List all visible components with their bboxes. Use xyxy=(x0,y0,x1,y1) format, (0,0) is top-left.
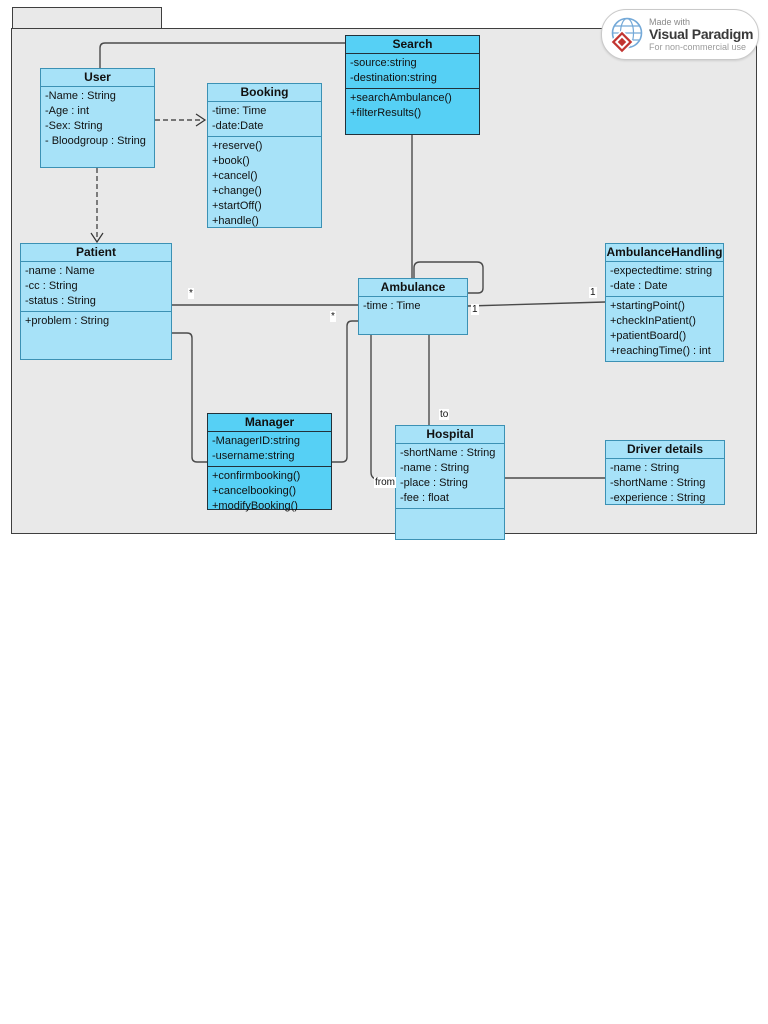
member-text: -name : String xyxy=(400,462,470,474)
class-operations: +problem : String xyxy=(21,311,171,359)
multiplicity-label: 1 xyxy=(471,304,479,315)
member-text: +filterResults() xyxy=(350,107,422,119)
member-text: -status : String xyxy=(25,295,96,307)
member-text: -fee : float xyxy=(400,492,449,504)
member-text: -Age : int xyxy=(45,105,90,117)
class-title: Ambulance xyxy=(359,279,467,297)
class-attributes: -source:string -destination:string xyxy=(346,54,479,88)
class-booking[interactable]: Booking -time: Time -date:Date +reserve()… xyxy=(207,83,322,228)
member-text: +reachingTime() : int xyxy=(610,345,711,357)
class-operations xyxy=(396,508,504,539)
class-operations: +searchAmbulance() +filterResults() xyxy=(346,88,479,134)
multiplicity-label: * xyxy=(188,288,194,299)
member-text: +handle() xyxy=(212,215,259,227)
multiplicity-label: 1 xyxy=(589,287,597,298)
class-title: User xyxy=(41,69,154,87)
diagram-frame-tab xyxy=(12,7,162,29)
class-title: Hospital xyxy=(396,426,504,444)
member-text: - Bloodgroup : String xyxy=(45,135,146,147)
class-attributes: -shortName : String -name : String -place … xyxy=(396,444,504,508)
class-attributes: -time : Time xyxy=(359,297,467,334)
member-text: +cancelbooking() xyxy=(212,485,297,497)
class-title: AmbulanceHandling xyxy=(606,244,723,262)
member-text: -Sex: String xyxy=(45,120,103,132)
role-label-from: from xyxy=(374,477,396,488)
class-driver-details[interactable]: Driver details -name : String -shortName … xyxy=(605,440,725,505)
connector-layer xyxy=(90,42,606,480)
class-user[interactable]: User -Name : String -Age : int -Sex: Strin… xyxy=(40,68,155,168)
member-text: +modifyBooking() xyxy=(212,500,298,512)
association-ambulance-hospital-from[interactable] xyxy=(370,335,395,480)
watermark-license: For non-commercial use xyxy=(649,42,747,52)
class-operations: +confirmbooking() +cancelbooking() +modify… xyxy=(208,466,331,516)
member-text: -ManagerID:string xyxy=(212,435,301,447)
member-text: -date:Date xyxy=(212,120,264,132)
class-ambulance[interactable]: Ambulance -time : Time xyxy=(358,278,468,335)
visual-paradigm-watermark[interactable]: Made with Visual Paradigm For non-commer… xyxy=(601,9,759,60)
member-text: -username:string xyxy=(212,450,295,462)
class-operations: +startingPoint() +checkInPatient() +patien… xyxy=(606,296,723,361)
class-attributes: -time: Time -date:Date xyxy=(208,102,321,136)
member-text: -source:string xyxy=(350,57,417,69)
member-text: +searchAmbulance() xyxy=(350,92,452,104)
class-attributes: -ManagerID:string -username:string xyxy=(208,432,331,466)
association-ambulance-manager[interactable] xyxy=(332,320,358,463)
member-text: -name : Name xyxy=(25,265,95,277)
member-text: -time : Time xyxy=(363,300,421,312)
member-text: -cc : String xyxy=(25,280,78,292)
dependency-arrowhead-booking xyxy=(195,113,207,127)
member-text: +confirmbooking() xyxy=(212,470,301,482)
class-operations: +reserve() +book() +cancel() +change() +star… xyxy=(208,136,321,231)
member-text: -experience : String xyxy=(610,492,706,504)
class-attributes: -name : Name -cc : String -status : String xyxy=(21,262,171,311)
member-text: -time: Time xyxy=(212,105,267,117)
class-hospital[interactable]: Hospital -shortName : String -name : Stri… xyxy=(395,425,505,540)
class-search[interactable]: Search -source:string -destination:string… xyxy=(345,35,480,135)
association-patient-manager[interactable] xyxy=(172,332,207,463)
class-attributes: -expectedtime: string -date : Date xyxy=(606,262,723,296)
member-text: +cancel() xyxy=(212,170,258,182)
class-title: Driver details xyxy=(606,441,724,459)
class-title: Booking xyxy=(208,84,321,102)
class-patient[interactable]: Patient -name : Name -cc : String -status … xyxy=(20,243,172,360)
member-text: +startingPoint() xyxy=(610,300,685,312)
member-text: +patientBoard() xyxy=(610,330,687,342)
association-ambulance-self-loop[interactable] xyxy=(413,261,484,294)
association-ambulance-handling[interactable] xyxy=(467,301,606,307)
watermark-made-with: Made with xyxy=(649,17,691,27)
multiplicity-label: * xyxy=(330,311,336,322)
class-ambulance-handling[interactable]: AmbulanceHandling -expectedtime: string-… xyxy=(605,243,724,362)
member-text: -date : Date xyxy=(610,280,668,292)
class-attributes: -name : String -shortName : String -experi… xyxy=(606,459,724,508)
member-text: +problem : String xyxy=(25,315,110,327)
association-user-search[interactable] xyxy=(99,42,345,68)
member-text: -place : String xyxy=(400,477,468,489)
member-text: +checkInPatient() xyxy=(610,315,696,327)
member-text: -expectedtime: string xyxy=(610,265,713,277)
member-text: +book() xyxy=(212,155,250,167)
member-text: -Name : String xyxy=(45,90,116,102)
class-title: Manager xyxy=(208,414,331,432)
member-text: -name : String xyxy=(610,462,680,474)
class-attributes: -Name : String -Age : int -Sex: String - Bl… xyxy=(41,87,154,167)
member-text: +change() xyxy=(212,185,262,197)
dependency-arrowhead-patient xyxy=(90,232,104,244)
class-manager[interactable]: Manager -ManagerID:string -username:strin… xyxy=(207,413,332,512)
visual-paradigm-logo-icon xyxy=(609,17,643,54)
role-label-to: to xyxy=(439,409,450,420)
member-text: -destination:string xyxy=(350,72,437,84)
class-title: Search xyxy=(346,36,479,54)
member-text: +startOff() xyxy=(212,200,262,212)
watermark-brand: Visual Paradigm xyxy=(649,26,754,42)
member-text: -shortName : String xyxy=(400,447,496,459)
class-title: Patient xyxy=(21,244,171,262)
member-text: -shortName : String xyxy=(610,477,706,489)
member-text: +reserve() xyxy=(212,140,263,152)
